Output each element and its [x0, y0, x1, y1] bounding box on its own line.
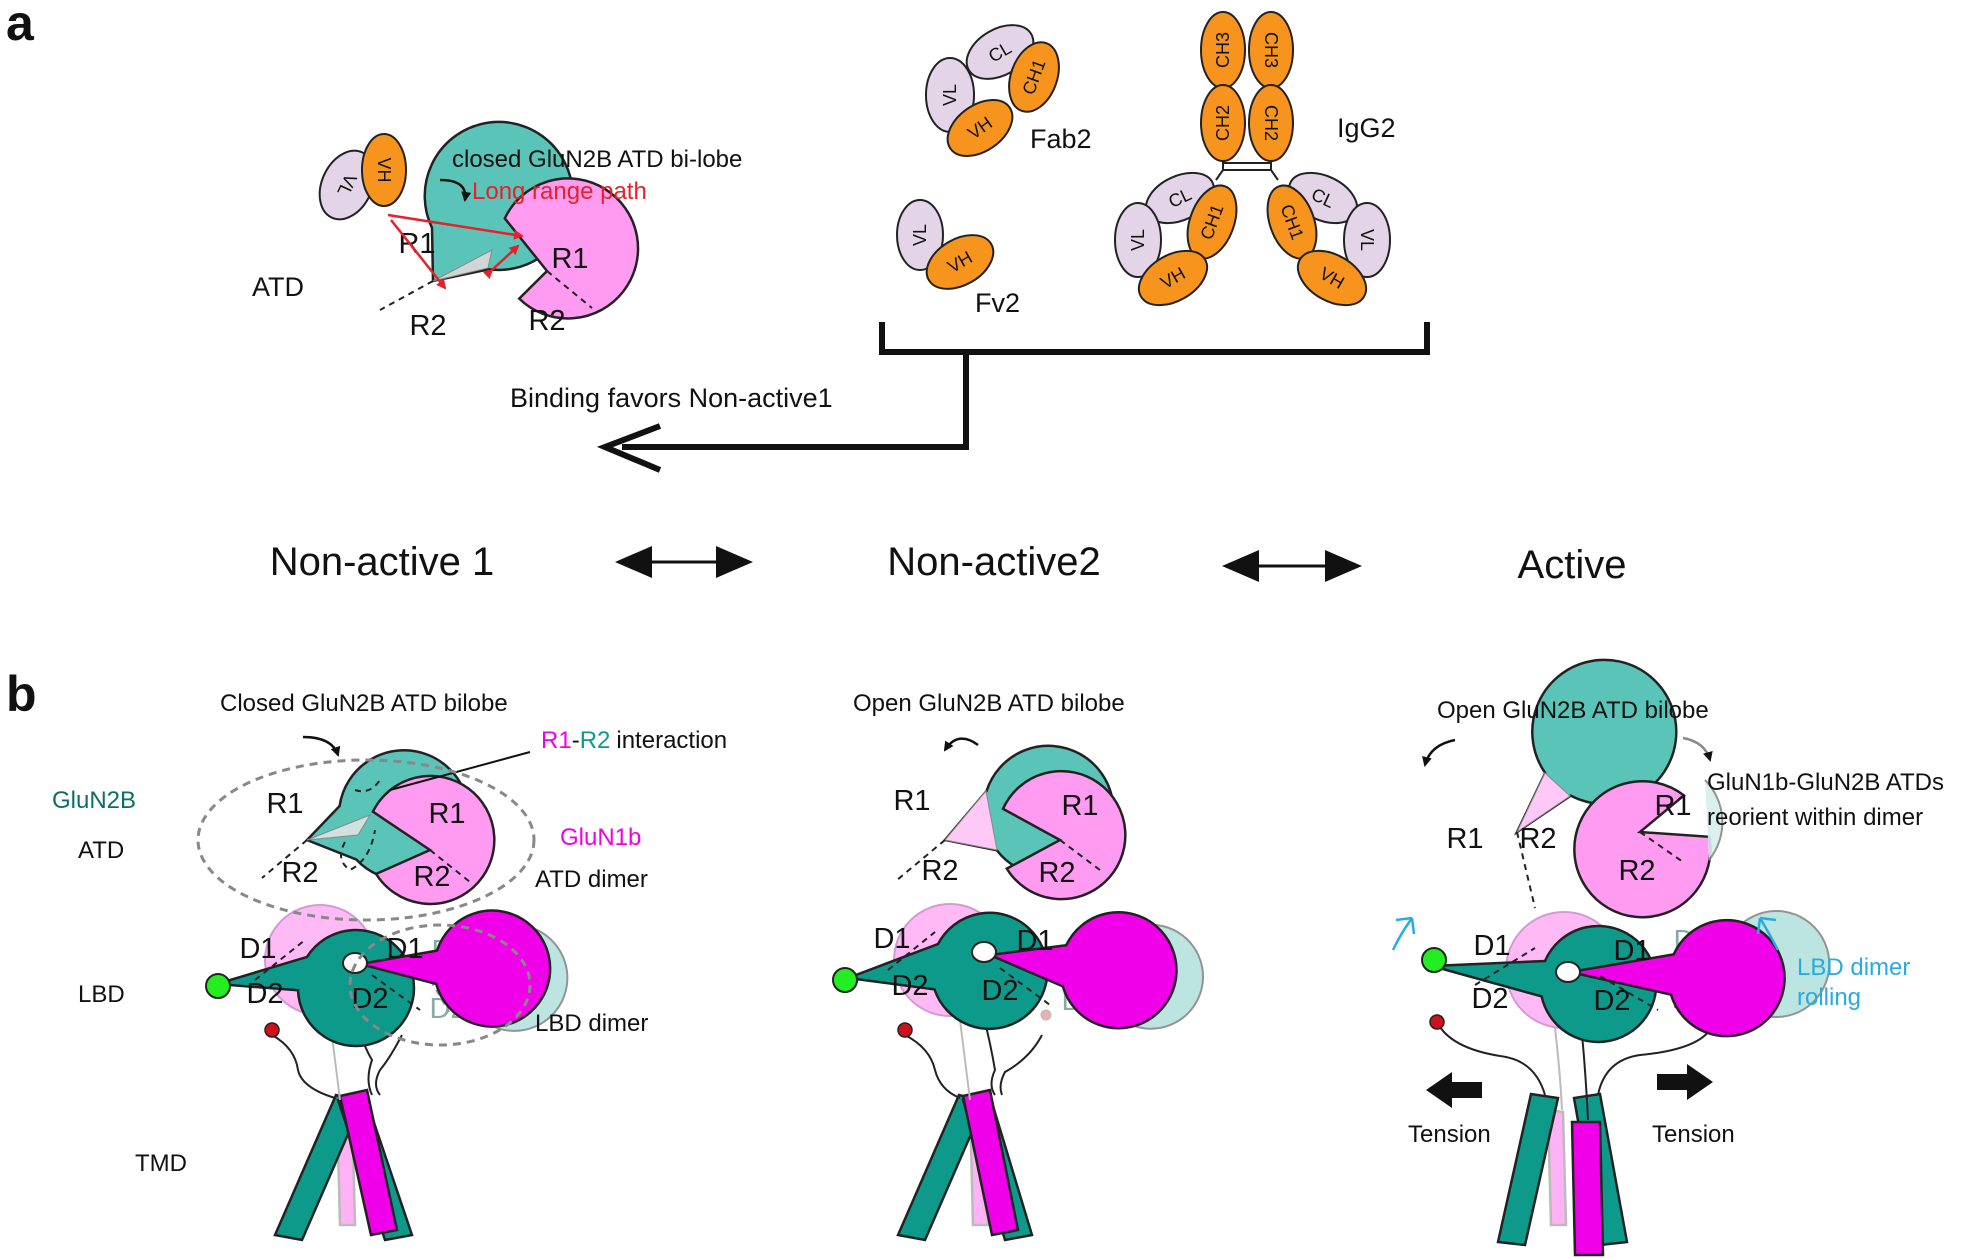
fab2-vl-label: VL [940, 84, 960, 106]
atd-dimer-label: ATD dimer [535, 866, 648, 893]
interaction-r1: R1 [541, 727, 572, 754]
nonactive2-atd-teal-r1: R1 [893, 785, 930, 817]
nonactive1-mag-d1: D1 [386, 933, 423, 965]
state-active: Active [1518, 543, 1627, 587]
rolling-label-2: rolling [1797, 984, 1861, 1011]
glun2b-label: GluN2B [52, 787, 136, 814]
interaction-word: interaction [616, 727, 727, 754]
binding-bracket [596, 322, 1430, 473]
tension-right-label: Tension [1652, 1121, 1735, 1148]
panel-b-label: b [6, 666, 37, 722]
state-non-active-2: Non-active2 [887, 540, 1100, 584]
nonactive2-atd-pink-r2: R2 [1038, 857, 1075, 889]
nonactive1-tmd [273, 1088, 414, 1242]
nonactive1-teal-d2: D2 [246, 978, 283, 1010]
tension-arrow-left [1426, 1072, 1482, 1108]
vh-label: VH [374, 157, 394, 182]
igg2-ch2-right-label: CH2 [1261, 105, 1281, 141]
reorient-label-1: GluN1b-GluN2B ATDs [1707, 769, 1944, 796]
interaction-dash: - [572, 727, 580, 754]
nonactive1-structure: D1 D2 D1 D2 D1 D2 R1 R2 R1 R2 [196, 735, 569, 1242]
pink-hinge-line [546, 270, 593, 309]
vh-domain [361, 133, 407, 207]
nonactive1-atd-pink-r2: R2 [413, 861, 450, 893]
teal-hinge-line [379, 280, 434, 311]
lbd-label: LBD [78, 981, 125, 1008]
nonactive2-teal-d1: D1 [873, 923, 910, 955]
teal-r1-label: R1 [398, 228, 435, 260]
tension-left-label: Tension [1408, 1121, 1491, 1148]
fv2-vl-label: VL [910, 224, 930, 246]
active-teal-d2: D2 [1471, 983, 1508, 1015]
pink-r2-label: R2 [528, 305, 565, 337]
teal-r2-label: R2 [409, 310, 446, 342]
fv2-label: Fv2 [975, 288, 1020, 318]
igg2-antibody: CH3 CH3 CH2 CH2 CL CH1 VL VH CL CH1 VL V… [1114, 11, 1396, 307]
nonactive1-teal-d1: D1 [239, 933, 276, 965]
open-bilobe-label-3: Open GluN2B ATD bilobe [1437, 697, 1709, 724]
nonactive2-atd-pink-r1: R1 [1061, 790, 1098, 822]
nonactive2-mag-d1: D1 [1016, 925, 1053, 957]
active-structure: D1 D2 D1 D2 D1 D2 R1 R2 R1 R2 [1391, 658, 1831, 1257]
igg2-ch3-right-label: CH3 [1261, 32, 1281, 68]
nonactive2-mag-d2: D2 [981, 975, 1018, 1007]
glun1b-label: GluN1b [560, 824, 641, 851]
long-range-label: Long range path [472, 178, 647, 205]
active-atd-teal-r2: R2 [1519, 823, 1556, 855]
nonactive1-atd-teal-r2: R2 [281, 857, 318, 889]
pink-r1-label: R1 [551, 243, 588, 275]
fv2-fragment: VL VH Fv2 [896, 199, 1020, 318]
nonactive2-teal-d2: D2 [891, 970, 928, 1002]
rolling-label-1: LBD dimer [1797, 954, 1910, 981]
igg2-vl-right-label: VL [1357, 229, 1377, 251]
fab2-fragment: VL CL CH1 VH Fab2 [925, 24, 1092, 157]
interaction-r2: R2 [580, 727, 611, 754]
active-mag-d2: D2 [1593, 985, 1630, 1017]
atd-antibody-complex: VL VH R1 R2 R1 R2 closed GluN2B ATD bi-l… [252, 120, 742, 342]
igg2-label: IgG2 [1337, 113, 1396, 143]
nonactive2-tmd [896, 1088, 1034, 1242]
active-atd-pink-r1: R1 [1654, 790, 1691, 822]
nonactive1-atd-teal-r1: R1 [266, 788, 303, 820]
equilibrium-arrow-1 [615, 546, 753, 578]
atd-b-label: ATD [78, 837, 124, 864]
tmd-label: TMD [135, 1150, 187, 1177]
active-atd-teal-r1: R1 [1446, 823, 1483, 855]
panel-a-label: a [6, 0, 35, 51]
closed-label: closed GluN2B ATD bi-lobe [452, 146, 742, 173]
active-teal-d1: D1 [1473, 930, 1510, 962]
active-atd-pink-r2: R2 [1618, 855, 1655, 887]
fab2-label: Fab2 [1030, 124, 1092, 154]
binding-label: Binding favors Non-active1 [510, 383, 833, 413]
atd-label: ATD [252, 272, 304, 302]
open-bilobe-label-2: Open GluN2B ATD bilobe [853, 690, 1125, 717]
active-linkers [1436, 1014, 1711, 1121]
tension-arrow-right [1657, 1064, 1713, 1100]
nonactive2-atd-teal-r2: R2 [921, 855, 958, 887]
igg2-ch2-left-label: CH2 [1213, 105, 1233, 141]
igg2-vl-left-label: VL [1128, 229, 1148, 251]
active-tmd [1496, 1092, 1629, 1257]
igg2-ch3-left-label: CH3 [1213, 32, 1233, 68]
igg2-hinge [1215, 161, 1279, 181]
lbd-dimer-label: LBD dimer [535, 1010, 648, 1037]
reorient-label-2: reorient within dimer [1707, 804, 1923, 831]
glun1b-atd-lobe [503, 177, 640, 320]
nonactive1-atd-pink-r1: R1 [428, 798, 465, 830]
nonactive2-structure: D1 D2 D1 D2 D1 D2 R1 R2 R1 R2 [832, 737, 1204, 1242]
equilibrium-arrow-2 [1222, 550, 1362, 582]
closed-bilobe-label: Closed GluN2B ATD bilobe [220, 690, 508, 717]
active-mag-d1: D1 [1613, 935, 1650, 967]
state-non-active-1: Non-active 1 [270, 540, 495, 584]
closed-arrow [439, 178, 472, 202]
long-range-path-arrows [387, 213, 524, 290]
